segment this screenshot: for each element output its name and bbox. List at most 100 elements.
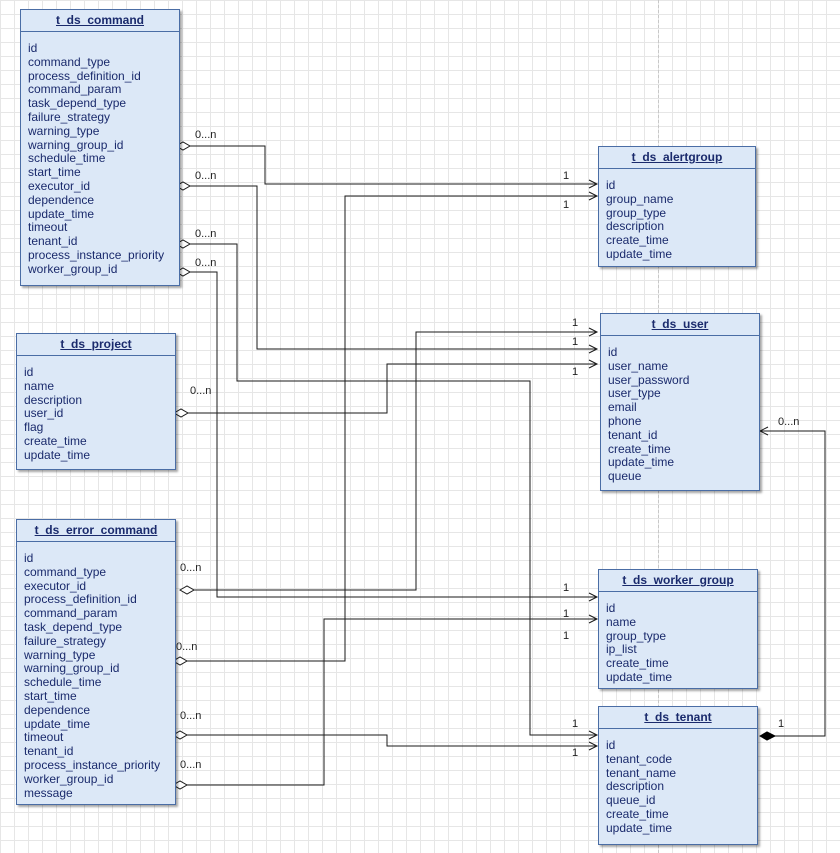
entity-field: process_instance_priority: [28, 247, 165, 262]
entity-title: t_ds_command: [21, 10, 179, 32]
multiplicity-label: 1: [572, 747, 579, 759]
entity-field: id: [24, 551, 34, 565]
entity-field: name: [606, 614, 637, 629]
entity-field: start_time: [28, 165, 81, 180]
entity-field: update_time: [606, 246, 673, 261]
link-command-worker-group: [190, 271, 597, 598]
entity-field: update_time: [28, 206, 95, 221]
link-error-warning-group: [187, 195, 597, 662]
entity-field: command_type: [28, 54, 111, 69]
entity-field: command_param: [24, 606, 118, 621]
entity-field: tenant_code: [606, 751, 673, 766]
entity-field: queue_id: [606, 793, 656, 808]
entity-field: flag: [24, 420, 44, 435]
entity-field: update_time: [606, 820, 673, 835]
multiplicity-label: 0...n: [180, 710, 202, 722]
entity-field: user_type: [608, 386, 661, 401]
entity-field: description: [606, 219, 665, 234]
entity-field: group_type: [606, 205, 667, 220]
entity-field: timeout: [24, 730, 64, 745]
multiplicity-label: 0...n: [180, 562, 202, 574]
entity-title: t_ds_error_command: [17, 520, 175, 542]
entity-field: create_time: [24, 433, 87, 448]
entity-field: process_definition_id: [24, 592, 137, 607]
link-error-tenant: [187, 734, 597, 747]
entity-field: executor_id: [28, 178, 91, 193]
multiplicity-label: 1: [563, 608, 570, 620]
entity-field: email: [608, 400, 637, 415]
multiplicity-label: 1: [563, 630, 570, 642]
entity-field: description: [24, 392, 83, 407]
composition-diamond: [758, 731, 777, 741]
entity-field: user_name: [608, 358, 669, 373]
entity-field: create_time: [606, 806, 669, 821]
entity-field: tenant_id: [24, 744, 74, 759]
entity-field: name: [24, 378, 55, 393]
entity-field: process_instance_priority: [24, 757, 161, 772]
entity-field: warning_group_id: [24, 661, 120, 676]
multiplicity-label: 0...n: [195, 129, 217, 141]
aggregation-diamond: [178, 585, 196, 595]
entity-field: create_time: [608, 441, 671, 456]
link-project-user: [188, 363, 597, 414]
entity-title: t_ds_alertgroup: [599, 147, 755, 169]
multiplicity-label: 0...n: [190, 385, 212, 397]
link-user-tenant: [760, 430, 826, 737]
entity-field: id: [606, 178, 616, 192]
entity-field: phone: [608, 413, 642, 428]
entity-field: user_password: [608, 372, 690, 387]
entity-field: id: [24, 365, 34, 379]
entity-field: tenant_id: [608, 427, 658, 442]
entity-field: timeout: [28, 220, 68, 235]
entity-field: group_type: [606, 628, 667, 643]
multiplicity-label: 1: [563, 199, 570, 211]
entity-field: warning_type: [28, 123, 100, 138]
entity-field: start_time: [24, 688, 77, 703]
arrow-head: [588, 614, 599, 624]
arrow-head: [588, 179, 599, 189]
entity-field: warning_group_id: [28, 137, 124, 152]
entity-field: update_time: [24, 447, 91, 462]
entity-field: failure_strategy: [28, 109, 111, 124]
entity-field: tenant_id: [28, 234, 78, 249]
entity-field: create_time: [606, 233, 669, 248]
entity-field: task_depend_type: [28, 96, 127, 111]
entity-field: update_time: [24, 716, 91, 731]
entity-field: id: [606, 738, 616, 752]
multiplicity-label: 1: [778, 718, 785, 730]
entity-field: description: [606, 779, 665, 794]
entity-field: user_id: [24, 406, 64, 421]
link-error-worker-group: [187, 618, 597, 786]
entity-field: command_type: [24, 564, 107, 579]
entity-field: update_time: [608, 455, 675, 470]
entity-title: t_ds_project: [17, 334, 175, 356]
entity-title: t_ds_user: [601, 314, 759, 336]
entity-field: schedule_time: [28, 151, 106, 166]
entity-field: command_param: [28, 82, 122, 97]
entity-field: process_definition_id: [28, 68, 141, 83]
entity-field: dependence: [24, 702, 91, 717]
entity-field: dependence: [28, 192, 95, 207]
entity-field: group_name: [606, 191, 674, 206]
entity-field: worker_group_id: [24, 771, 114, 786]
entity-title: t_ds_worker_group: [599, 570, 757, 592]
multiplicity-label: 0...n: [195, 257, 217, 269]
arrow-head: [588, 741, 599, 751]
arrow-head: [588, 327, 599, 337]
multiplicity-label: 1: [572, 317, 579, 329]
entity-field: create_time: [606, 656, 669, 671]
entity-field: update_time: [606, 669, 673, 684]
entity-field: tenant_name: [606, 765, 677, 780]
entity-field: schedule_time: [24, 675, 102, 690]
arrow-head: [588, 592, 599, 602]
link-command-executor: [190, 185, 597, 350]
